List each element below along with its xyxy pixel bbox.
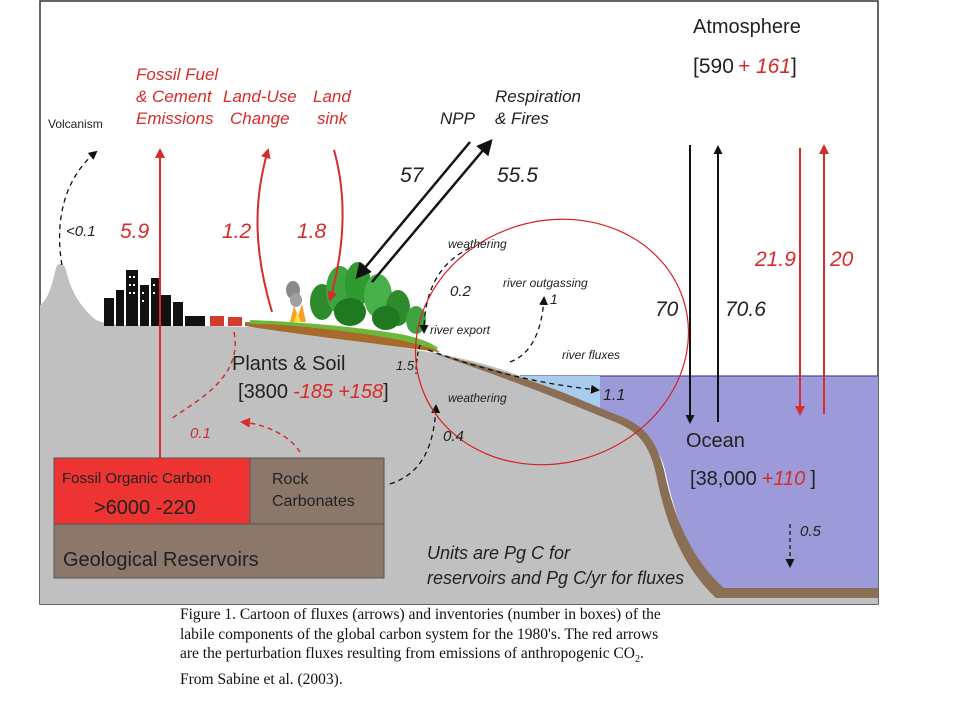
atmosphere-perturbation: + 161 (738, 55, 791, 78)
houses (210, 316, 242, 326)
land-use-arrow (256, 148, 273, 313)
volcanism-arrow (58, 150, 98, 266)
river-outgassing-label: river outgassing (503, 276, 588, 290)
caption-line-2: labile components of the global carbon s… (180, 625, 659, 643)
land-sink-flux: 1.8 (297, 220, 327, 243)
grass-strip (250, 320, 438, 350)
land-use-flux: 1.2 (222, 220, 252, 243)
fire-smoke (286, 281, 306, 322)
anthro-ocean-uptake-flux: 21.9 (754, 248, 796, 271)
volcanism-flux: <0.1 (66, 223, 96, 240)
river-fluxes-label: river fluxes (562, 348, 620, 362)
ocean-release-flux: 70.6 (725, 298, 766, 321)
highlight-circle (414, 218, 690, 466)
fossil-organic-carbon-title: Fossil Organic Carbon (62, 470, 211, 487)
forest (310, 262, 426, 334)
atmosphere-inventory: [590+ 161] (693, 55, 797, 78)
caption-line-4: From Sabine et al. (2003). (180, 670, 343, 688)
ocean-water (520, 376, 878, 590)
plants-soil-inventory: [3800-185+158] (238, 381, 389, 403)
npp-label: NPP (440, 109, 476, 128)
ocean-uptake-flux: 70 (655, 298, 679, 321)
weathering-bottom-arrow (389, 404, 441, 485)
npp-arrow (355, 141, 471, 280)
respiration-arrow (371, 138, 493, 283)
weathering-top-flux: 0.2 (450, 283, 472, 300)
caption-line-1: Figure 1. Cartoon of fluxes (arrows) and… (180, 606, 661, 623)
river-input-arrow (415, 344, 421, 375)
fossil-organic-carbon-box (53, 457, 251, 525)
river-fluxes-flux: 1.1 (603, 387, 625, 404)
rock-carbonates-line1: Rock (272, 471, 309, 488)
volcanism-label: Volcanism (48, 117, 103, 131)
units-line1: Units are Pg C for (427, 543, 571, 563)
plants-soil-gain: +158 (338, 381, 383, 403)
weathering-bottom-label: weathering (448, 391, 507, 405)
burial-flux: 0.5 (800, 523, 822, 540)
plants-soil-title: Plants & Soil (232, 353, 345, 375)
caption-line-3: are the perturbation fluxes resulting fr… (180, 644, 780, 670)
land-sink-label-1: Land (313, 87, 351, 106)
geological-reservoirs-label: Geological Reservoirs (63, 549, 259, 571)
fossil-fuel-label-3: Emissions (136, 109, 214, 128)
river-export-flux: 1.5 (396, 358, 415, 373)
weathering-top-arrow (419, 247, 471, 334)
fossil-organic-carbon-value: >6000 -220 (94, 497, 196, 519)
rock-carbonates-line2: Carbonates (272, 493, 355, 510)
ocean-title: Ocean (686, 430, 745, 452)
anthro-ocean-release-flux: 20 (829, 248, 854, 271)
land-sink-arrow (327, 149, 344, 302)
land-sink-label-2: sink (317, 109, 349, 128)
rock-weathering-flux: 0.1 (190, 425, 211, 442)
river-outgassing-arrow (509, 296, 549, 363)
npp-flux: 57 (400, 164, 425, 187)
plants-soil-loss: -185 (293, 381, 334, 403)
caption-line-3-text: are the perturbation fluxes resulting fr… (180, 645, 635, 662)
fossil-fuel-label-2: & Cement (136, 87, 213, 106)
respiration-flux: 55.5 (497, 164, 538, 187)
caption-subscript: 2 (635, 654, 640, 666)
figure-caption: Figure 1. Cartoon of fluxes (arrows) and… (180, 605, 780, 689)
river-outgassing-flux: 1 (550, 291, 558, 307)
ocean-inventory: [38,000+110] (690, 468, 816, 490)
soil-strip (245, 322, 440, 352)
units-line2: reservoirs and Pg C/yr for fluxes (427, 568, 684, 588)
atmosphere-title: Atmosphere (693, 16, 801, 38)
ocean-perturbation: +110 (762, 468, 806, 490)
rock-weathering-arrow (240, 417, 301, 453)
fossil-fuel-label-1: Fossil Fuel (136, 65, 219, 84)
land-use-label-2: Change (230, 109, 290, 128)
respiration-label-1: Respiration (495, 87, 581, 106)
city-windows (129, 276, 155, 302)
river-export-arrow (427, 349, 600, 394)
fossil-fuel-flux: 5.9 (120, 220, 150, 243)
land-use-label-1: Land-Use (223, 87, 297, 106)
weathering-top-label: weathering (448, 237, 507, 251)
caption-line-3-end: . (640, 645, 644, 662)
river-export-label: river export (430, 323, 491, 337)
weathering-bottom-flux: 0.4 (443, 428, 464, 445)
respiration-label-2: & Fires (495, 109, 549, 128)
